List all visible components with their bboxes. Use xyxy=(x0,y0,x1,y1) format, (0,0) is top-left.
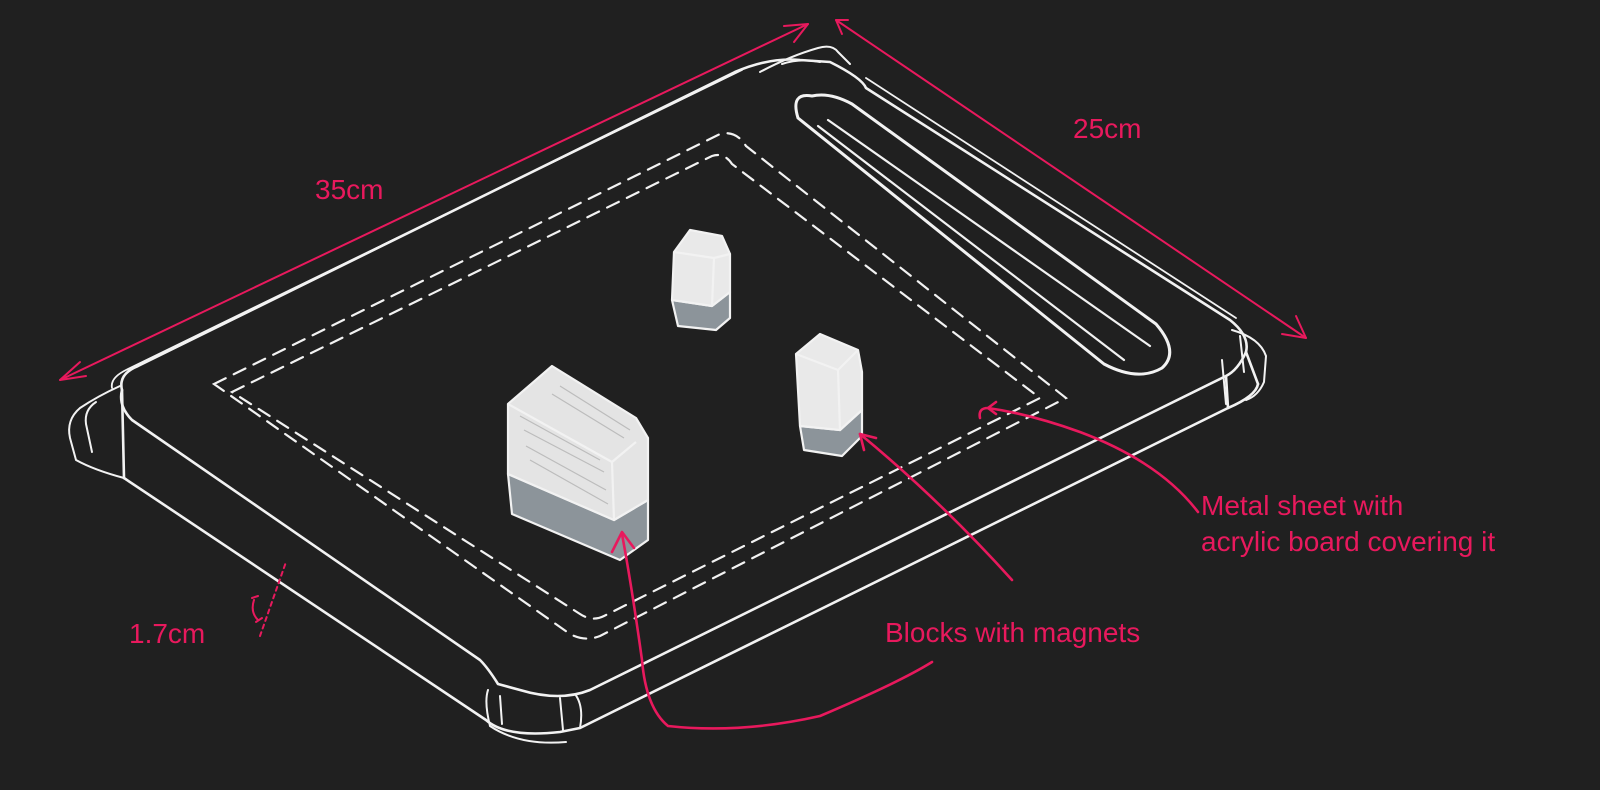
dim-thickness-arrow xyxy=(252,596,262,622)
corner-cap-left xyxy=(69,386,124,478)
thickness-label: 1.7cm xyxy=(129,616,205,652)
blocks-label: Blocks with magnets xyxy=(885,615,1140,651)
block-large xyxy=(508,366,648,560)
depth-label: 25cm xyxy=(1073,111,1141,147)
tray-left-side xyxy=(122,390,124,478)
block-small-back xyxy=(672,230,730,330)
tray-rim-inner xyxy=(112,70,1236,388)
leader-blocks-to-middle-block xyxy=(860,434,1012,580)
dim-width-arrowhead-left xyxy=(60,362,86,380)
dim-thickness-line xyxy=(260,562,286,636)
block-middle xyxy=(796,334,862,456)
block-middle-body xyxy=(796,334,862,430)
recess-outline-outer xyxy=(214,133,1066,638)
metal-sheet-label: Metal sheet with acrylic board covering … xyxy=(1201,488,1495,560)
tray-top-outline xyxy=(121,60,1247,697)
leader-metal-sheet xyxy=(980,408,1198,512)
annotation-leaders xyxy=(612,402,1198,728)
handle-slot-inner xyxy=(818,120,1150,360)
block-small-back-body xyxy=(672,230,730,306)
corner-cap-right xyxy=(1222,330,1266,404)
width-label: 35cm xyxy=(315,172,383,208)
inner-recess xyxy=(214,133,1066,638)
